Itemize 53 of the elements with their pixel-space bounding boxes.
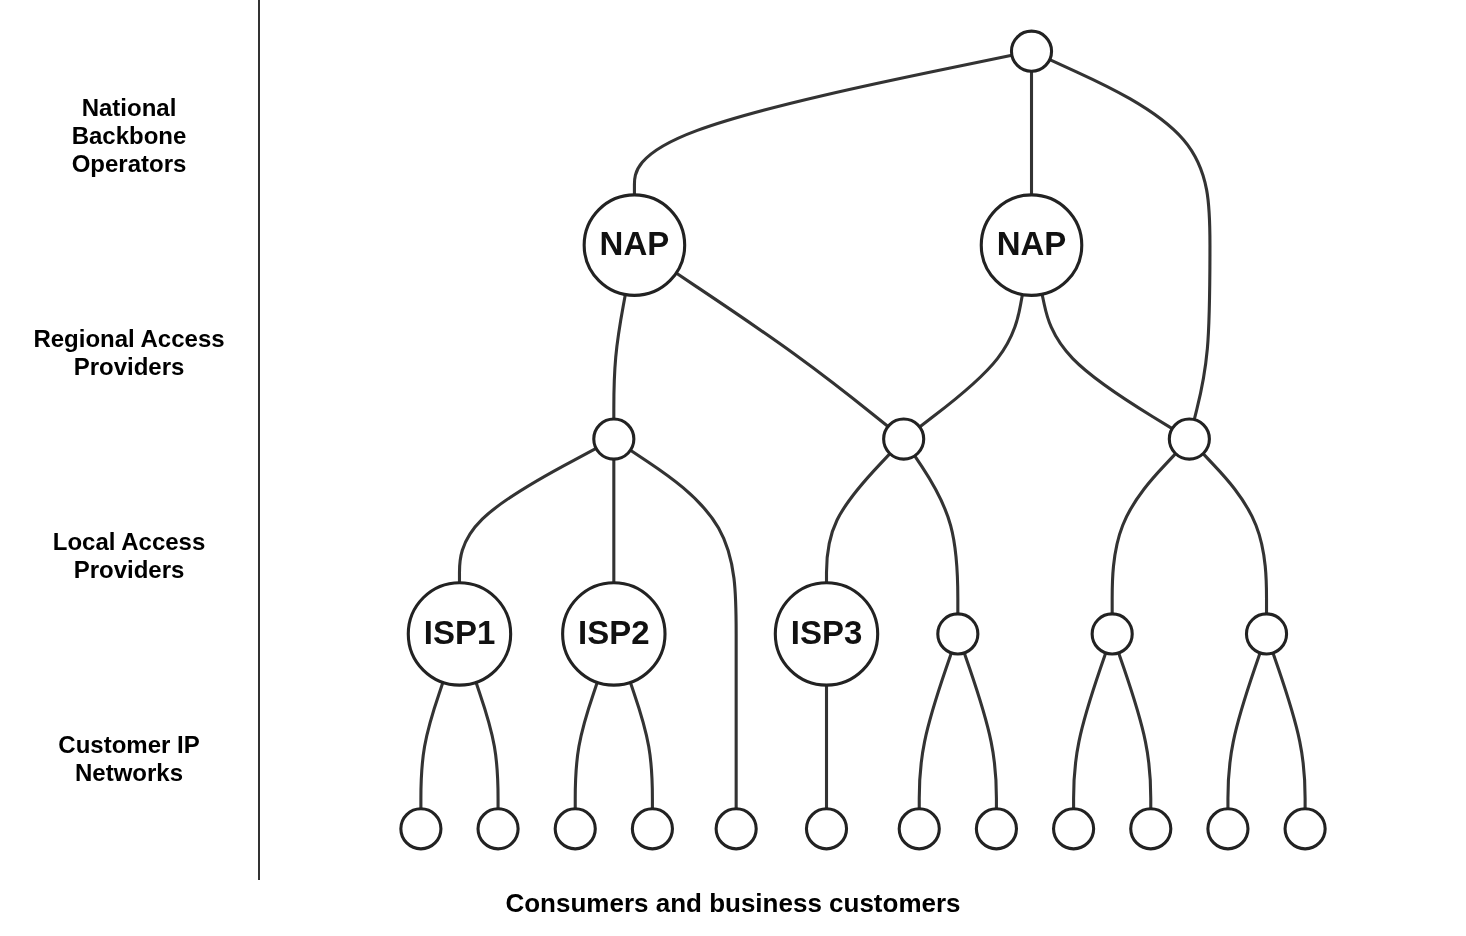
node-ellipse [1129, 807, 1173, 851]
connector [1072, 652, 1108, 809]
node-circle: ISP3 [773, 581, 880, 687]
connector [612, 459, 616, 583]
connector [1201, 452, 1269, 614]
node-ellipse [1283, 807, 1327, 851]
connector [1029, 71, 1034, 195]
connector [962, 652, 998, 809]
node-ellipse [974, 807, 1018, 851]
node-ellipse [936, 612, 980, 656]
node-ellipse [1167, 417, 1211, 461]
connector [1226, 652, 1262, 809]
connector [824, 685, 829, 809]
connector [1110, 452, 1177, 614]
tier-label: Customer IP Networks [57, 730, 201, 787]
tier-label: Regional Access Providers [32, 324, 226, 381]
connector [629, 448, 738, 809]
connector [913, 454, 960, 614]
node-ellipse [630, 807, 674, 851]
node-circle: ISP1 [406, 581, 513, 687]
node-ellipse [399, 807, 443, 851]
node-ellipse [897, 807, 941, 851]
connector [474, 681, 500, 809]
connector [1049, 58, 1212, 420]
connector [1117, 652, 1153, 809]
node-ellipse [476, 807, 520, 851]
node-ellipse [804, 807, 849, 851]
connector [457, 447, 597, 583]
node-circle: NAP [979, 193, 1084, 297]
node-ellipse [592, 417, 636, 461]
node-ellipse [1206, 807, 1250, 851]
node-ellipse [882, 417, 926, 461]
tier-label: National Backbone Operators [70, 93, 188, 178]
connector [917, 652, 953, 809]
connector [918, 294, 1024, 429]
connector [1040, 293, 1174, 430]
node-ellipse [714, 807, 758, 851]
connector [675, 271, 890, 428]
connector [1271, 652, 1307, 809]
connector [628, 681, 654, 809]
node-ellipse [1052, 807, 1096, 851]
connector [612, 294, 627, 419]
connector [824, 452, 892, 583]
node-ellipse [1090, 612, 1134, 656]
caption: Consumers and business customers [504, 888, 962, 919]
tier-label: Local Access Providers [51, 527, 207, 584]
node-ellipse [1009, 29, 1054, 73]
node-circle: ISP2 [561, 581, 667, 687]
node-ellipse [553, 807, 597, 851]
connector [419, 681, 445, 809]
connector [573, 681, 599, 809]
node-circle: NAP [582, 193, 687, 297]
node-ellipse [1244, 612, 1289, 656]
